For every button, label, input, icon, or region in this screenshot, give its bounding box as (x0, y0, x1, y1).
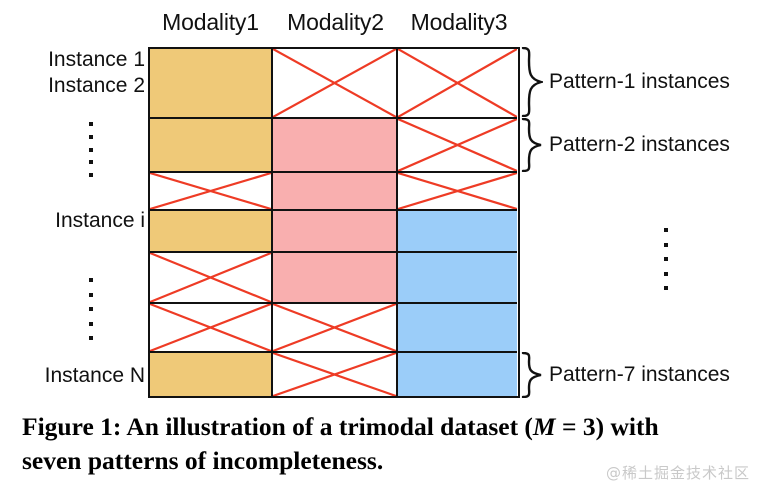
cell-pattern2-modality3 (398, 119, 517, 173)
missing-cross-icon (273, 353, 396, 396)
column-header-modality2: Modality2 (287, 9, 384, 35)
pattern-label-2: Pattern-2 instances (549, 133, 730, 156)
caption-symbol: M (532, 412, 556, 441)
pattern-label-1: Pattern-1 instances (549, 70, 730, 93)
cell-pattern7-modality1 (150, 353, 273, 396)
missing-cross-icon (273, 304, 396, 351)
brace-pattern-2 (521, 118, 543, 172)
row-label-instance-n: Instance N (44, 364, 145, 387)
cell-pattern3-modality2 (273, 173, 398, 211)
vertical-dots-icon-lower (86, 278, 96, 340)
caption-prefix: Figure 1: An illustration of a trimodal … (22, 412, 533, 441)
cell-pattern5-modality2 (273, 253, 398, 304)
missing-cross-icon (398, 173, 517, 209)
cell-pattern2-modality2 (273, 119, 398, 173)
cell-pattern5-modality1 (150, 253, 273, 304)
cell-pattern5-modality3 (398, 253, 517, 304)
cell-pattern7-modality2 (273, 353, 398, 396)
vertical-dots-icon-upper (86, 122, 96, 177)
brace-pattern-1 (521, 47, 543, 117)
missing-cross-icon (150, 304, 271, 351)
cell-pattern4-modality1 (150, 211, 273, 253)
cell-pattern7-modality3 (398, 353, 517, 396)
missing-cross-icon (150, 253, 271, 302)
vertical-dots-icon-patterns (661, 228, 671, 290)
cell-pattern1-modality3 (398, 49, 517, 119)
column-header-modality3: Modality3 (410, 9, 508, 35)
cell-pattern6-modality1 (150, 304, 273, 353)
row-label-instance-i: Instance i (55, 209, 145, 232)
cell-pattern1-modality2 (273, 49, 398, 119)
cell-pattern1-modality1 (150, 49, 273, 119)
column-header-modality1: Modality1 (162, 9, 259, 35)
watermark-text: @稀土掘金技术社区 (606, 464, 751, 482)
missing-cross-icon (398, 119, 517, 171)
caption-equation: = 3) with (555, 412, 659, 441)
cell-pattern6-modality3 (398, 304, 517, 353)
figure-caption: Figure 1: An illustration of a trimodal … (22, 410, 762, 478)
cell-pattern4-modality3 (398, 211, 517, 253)
row-label-instance-1: Instance 1 (48, 48, 145, 71)
cell-pattern4-modality2 (273, 211, 398, 253)
caption-line2: seven patterns of incompleteness. (22, 446, 384, 475)
missing-cross-icon (150, 173, 271, 209)
pattern-label-7: Pattern-7 instances (549, 363, 730, 386)
missing-cross-icon (273, 49, 396, 117)
row-label-instance-2: Instance 2 (48, 74, 145, 97)
cell-pattern3-modality1 (150, 173, 273, 211)
cell-pattern3-modality3 (398, 173, 517, 211)
cell-pattern2-modality1 (150, 119, 273, 173)
cell-pattern6-modality2 (273, 304, 398, 353)
missing-cross-icon (398, 49, 517, 117)
modality-availability-grid (148, 47, 520, 398)
brace-pattern-7 (521, 352, 543, 398)
